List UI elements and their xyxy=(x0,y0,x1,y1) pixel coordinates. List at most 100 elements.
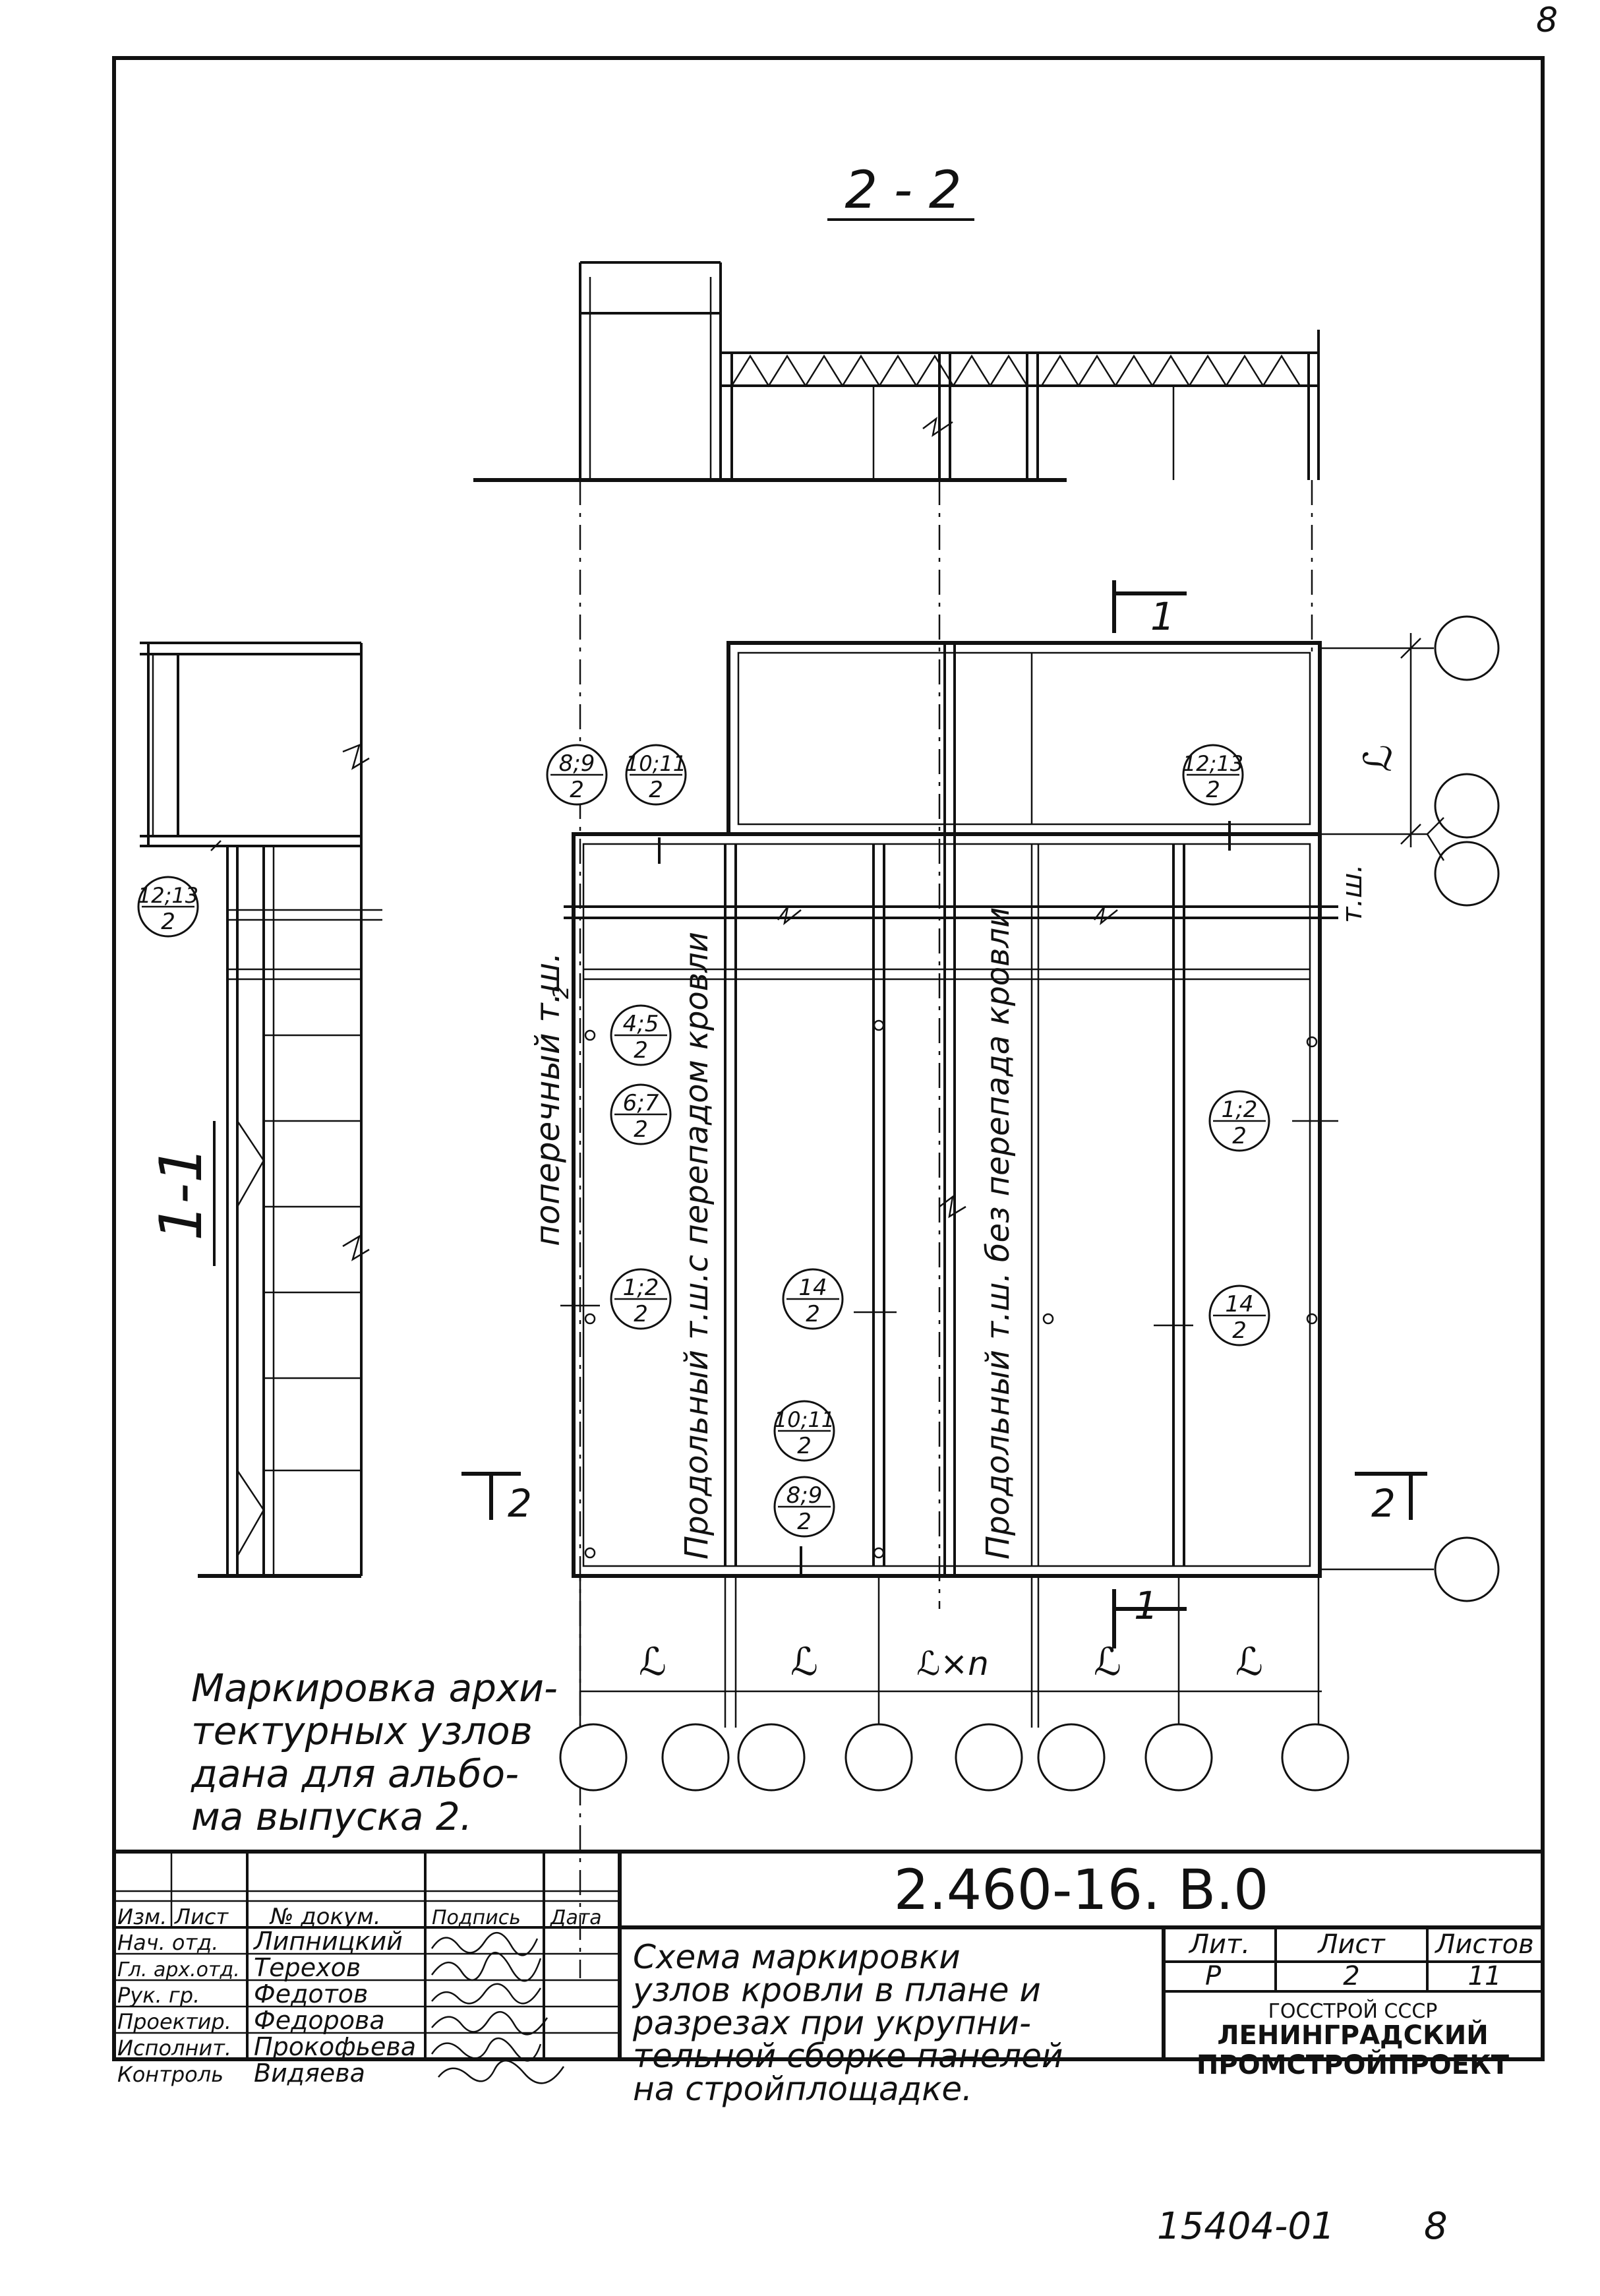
sheets-header: Листов xyxy=(1434,1929,1533,1960)
dimension-label: ℒ×n xyxy=(916,1645,989,1683)
transverse-joint-label: поперечный т.ш. xyxy=(529,952,567,1246)
note: Маркировка архи- тектурных узлов дана дл… xyxy=(191,1666,558,1839)
node-marks: 8;9 2 10;11 2 12;13 2 12;13 2 4;5 2 6;7 … xyxy=(137,744,1270,1538)
cut-1-bottom-label: 1 xyxy=(1134,1583,1158,1628)
svg-text:2: 2 xyxy=(570,777,584,803)
axis-bubble xyxy=(1037,1723,1106,1792)
role-cell: Гл. арх.отд. xyxy=(117,1958,240,1981)
axis-bubble xyxy=(737,1723,806,1792)
svg-text:14: 14 xyxy=(798,1275,827,1301)
org-line-1: ГОССТРОЙ СССР xyxy=(1268,1999,1438,2023)
svg-text:10;11: 10;11 xyxy=(774,1407,835,1432)
note-line: тектурных узлов xyxy=(191,1708,533,1753)
node-mark: 12;13 2 xyxy=(1182,744,1244,806)
description-line: разрезах при укрупни- xyxy=(632,2004,1031,2042)
description-line: Схема маркировки xyxy=(633,1938,961,1976)
node-mark: 10;11 2 xyxy=(625,744,687,806)
signatures xyxy=(430,1931,565,2084)
name-cell: Федотов xyxy=(254,1979,368,2009)
svg-text:12;13: 12;13 xyxy=(138,883,198,908)
svg-text:2: 2 xyxy=(1232,1317,1247,1344)
svg-text:1;2: 1;2 xyxy=(1222,1097,1258,1123)
sheet-frame xyxy=(112,56,1545,2061)
footer-page: 8 xyxy=(1424,2205,1448,2248)
svg-text:2: 2 xyxy=(634,1037,648,1064)
description-line: узлов кровли в плане и xyxy=(632,1971,1041,2009)
section-1-1-title: 1-1 xyxy=(147,1146,215,1241)
header-signature: Подпись xyxy=(432,1906,521,1929)
svg-text:2: 2 xyxy=(797,1433,812,1459)
axis-bubble xyxy=(1144,1723,1213,1792)
node-mark: 6;7 2 xyxy=(610,1083,672,1145)
footer-code: 15404-01 xyxy=(1157,2205,1335,2248)
axis-bubble xyxy=(1434,1536,1500,1602)
axis-bubble xyxy=(559,1723,628,1792)
description-line: на стройплощадке. xyxy=(633,2070,972,2108)
sheets-value: 11 xyxy=(1468,1961,1502,1991)
svg-text:8;9: 8;9 xyxy=(559,750,595,777)
header-sheet: Лист xyxy=(174,1904,229,1929)
org-line-3: ПРОМСТРОЙПРОЕКТ xyxy=(1197,2049,1510,2080)
axis-bubble xyxy=(1434,773,1500,839)
node-mark: 14 2 xyxy=(1208,1284,1270,1346)
svg-text:2: 2 xyxy=(1206,777,1220,803)
description-line: тельной сборке панелей xyxy=(633,2037,1063,2075)
svg-text:8;9: 8;9 xyxy=(786,1482,823,1509)
axis-bubble xyxy=(955,1723,1023,1792)
name-cell: Видяева xyxy=(254,2059,365,2088)
section-1-1: 1-1 xyxy=(140,642,382,1578)
right-span-dimension: ℒ xyxy=(1355,744,1400,772)
stage-value: Р xyxy=(1205,1961,1222,1991)
page-number: 8 xyxy=(1536,1,1558,40)
name-cell: Липницкий xyxy=(252,1927,403,1956)
joint-tag: т.ш. xyxy=(1336,864,1368,923)
svg-text:2: 2 xyxy=(634,1116,648,1143)
note-line: дана для альбо- xyxy=(191,1751,519,1796)
svg-text:12;13: 12;13 xyxy=(1183,751,1243,776)
designation: 2.460-16. В.0 xyxy=(894,1858,1269,1922)
node-mark: 10;11 2 xyxy=(773,1400,835,1462)
svg-text:2: 2 xyxy=(649,777,663,803)
cut-2-left-label: 2 xyxy=(508,1481,532,1526)
org-line-2: ЛЕНИНГРАДСКИЙ xyxy=(1217,2019,1488,2051)
dimension-label: ℒ xyxy=(1235,1639,1263,1684)
role-cell: Нач. отд. xyxy=(117,1930,218,1955)
node-mark: 14 2 xyxy=(782,1268,844,1330)
header-change: Изм. xyxy=(117,1904,167,1929)
title-block: Изм. Лист № докум. Подпись Дата Нач. отд… xyxy=(114,1850,1543,2108)
axis-bubble xyxy=(1281,1723,1349,1792)
header-document: № докум. xyxy=(269,1904,381,1930)
name-cell: Федорова xyxy=(254,2006,385,2035)
svg-text:6;7: 6;7 xyxy=(623,1090,659,1116)
cut-2-right-label: 2 xyxy=(1371,1481,1396,1526)
right-axes: ℒ xyxy=(1320,615,1500,1602)
name-cell: Прокофьева xyxy=(254,2032,416,2061)
node-mark: 1;2 2 xyxy=(610,1268,672,1330)
sheet-value: 2 xyxy=(1343,1961,1359,1991)
section-2-2: 2 - 2 xyxy=(473,161,1320,1978)
role-cell: Исполнит. xyxy=(117,2036,231,2061)
longitudinal-without-drop-label: Продольный т.ш. без перепада кровли xyxy=(980,907,1017,1559)
svg-text:2: 2 xyxy=(1232,1123,1247,1149)
note-line: Маркировка архи- xyxy=(191,1666,558,1710)
name-cell: Терехов xyxy=(254,1953,361,1982)
svg-text:10;11: 10;11 xyxy=(626,751,686,776)
role-cell: Контроль xyxy=(117,2062,223,2087)
svg-text:1;2: 1;2 xyxy=(623,1275,659,1301)
node-mark: 12;13 2 xyxy=(137,876,199,938)
dimension-label: ℒ xyxy=(639,1639,667,1684)
svg-text:2: 2 xyxy=(797,1509,812,1535)
svg-text:2: 2 xyxy=(634,1301,648,1327)
svg-text:4;5: 4;5 xyxy=(623,1011,659,1037)
role-cell: Рук. гр. xyxy=(117,1983,200,2008)
header-date: Дата xyxy=(549,1906,602,1929)
node-mark: 8;9 2 xyxy=(546,744,608,806)
stage-header: Лит. xyxy=(1188,1929,1250,1960)
node-mark: 4;5 2 xyxy=(610,1004,672,1066)
axis-bubble xyxy=(844,1723,913,1792)
role-cell: Проектир. xyxy=(117,2009,231,2034)
sheet-header: Лист xyxy=(1317,1929,1386,1960)
cut-1-top-label: 1 xyxy=(1150,594,1175,639)
section-2-2-title: 2 - 2 xyxy=(845,161,962,220)
